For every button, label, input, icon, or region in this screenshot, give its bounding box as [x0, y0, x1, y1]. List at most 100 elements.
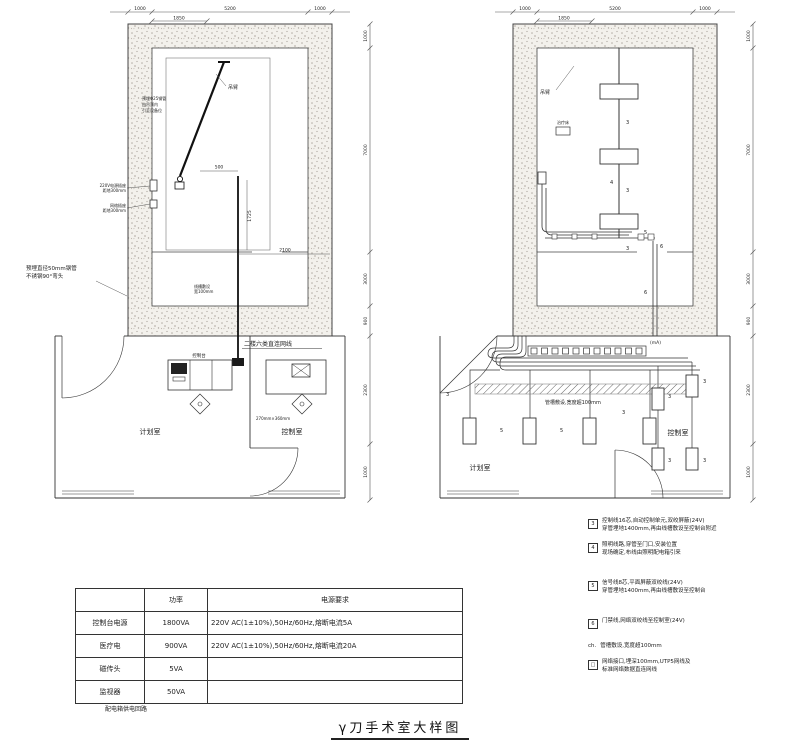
dim-label: 1000 [746, 30, 752, 42]
cable-num: 3 [626, 246, 629, 252]
legend-item: 4 照明线路,穿管至门口,安装位置现场确定,布线由照明配电箱引来 [588, 542, 778, 558]
terminal-strip [527, 345, 647, 357]
row-power: 5VA [144, 657, 208, 681]
row-power: 1800VA [144, 611, 208, 635]
legend-bullet-icon: 4 [588, 542, 598, 553]
left-plan-dim-right [367, 21, 373, 503]
legend-bullet-icon: □ [588, 659, 598, 670]
table-row: 监视器 50VA [75, 680, 463, 704]
legend-text: 门禁线,网络双绞线至控制室(24V) [602, 617, 685, 624]
row-req: 220V AC(1±10%),50Hz/60Hz,熔断电流20A [207, 634, 463, 658]
legend-item: 3 控制线16芯,自动控制单元,双绞屏蔽(24V)穿管埋地1400mm,再由线槽… [588, 518, 778, 534]
dim-label: 1000 [519, 6, 531, 12]
dim-label: 1850 [558, 16, 570, 22]
room-label-control: 控制室 [668, 428, 689, 437]
row-name: 医疗电 [75, 634, 145, 658]
right-plan: 1000 5200 1000 1850 1000 7000 3000 900 2… [439, 6, 756, 503]
header-cell: 电源要求 [207, 588, 463, 612]
legend-text: 网络接口,埋深100mm,UTP5网线及标准网络数据直连网线 [602, 658, 691, 673]
cable-num: 6 [644, 290, 647, 296]
dim-label: 3000 [363, 273, 369, 285]
room-label-control: 控制室 [282, 427, 303, 436]
header-cell: 功率 [144, 588, 208, 612]
ceiling-note: 引至设备位 [142, 107, 162, 113]
floor-boxes [462, 374, 699, 471]
legend-bullet-icon: 5 [588, 580, 598, 591]
dim-label: 2300 [746, 384, 752, 396]
legend: 3 控制线16芯,自动控制单元,双绞屏蔽(24V)穿管埋地1400mm,再由线槽… [588, 518, 778, 677]
row-name: 磁传头 [75, 657, 145, 681]
chair-icon [189, 393, 211, 415]
crane-arm [178, 61, 226, 177]
keyboard-icon [172, 376, 186, 382]
socket-note: 距地300mm [103, 187, 127, 193]
dim-label: 1725 [247, 210, 253, 222]
row-name: 监视器 [75, 680, 145, 704]
console-label: 控制台 [192, 352, 206, 359]
cable-num: 3 [668, 394, 671, 400]
right-plan-dim-right [750, 21, 756, 503]
legend-item: ch. 管槽敷设,宽度超100mm [588, 643, 778, 651]
cable-num: 3 [703, 379, 706, 385]
cable-num: 6 [660, 244, 663, 250]
cable-num: 3 [626, 188, 629, 194]
dim-label: 1850 [173, 16, 185, 22]
network-cable-label: 二楼六类直连网线 [244, 340, 292, 348]
legend-text: 信号线8芯,平面屏蔽双绞线(24V)穿管埋地1400mm,再由线槽敷设至控制台 [602, 579, 706, 594]
dim-label: 2300 [363, 384, 369, 396]
cable-num: 3 [622, 410, 625, 416]
chair-icon [291, 393, 313, 415]
power-spec-table: 功率 电源要求 控制台电源 1800VA 220V AC(1±10%),50Hz… [75, 588, 463, 704]
table-header-row: 功率 电源要求 [75, 588, 463, 612]
dim-label: 3000 [746, 273, 752, 285]
room-label-planning: 计划室 [140, 427, 161, 436]
dim-label: 2100 [279, 248, 291, 254]
desk-size-note: 270mm×360mm [256, 416, 290, 421]
crane-label: 吊臂 [228, 84, 238, 91]
ma-label: (mA) [650, 340, 661, 346]
legend-item: □ 网络接口,埋深100mm,UTP5网线及标准网络数据直连网线 [588, 659, 778, 675]
legend-item: 5 信号线8芯,平面屏蔽双绞线(24V)穿管埋地1400mm,再由线槽敷设至控制… [588, 580, 778, 596]
row-power: 900VA [144, 634, 208, 658]
net-note: 网络插座 [110, 202, 126, 208]
dim-label: 900 [363, 317, 369, 326]
drawing-title-text: γ刀手术室大样图 [330, 717, 470, 740]
cable-num: 3 [446, 392, 449, 398]
dim-label: 500 [215, 165, 224, 171]
socket-note: 220V电源插座 [100, 182, 126, 188]
table-row: 磁传头 5VA [75, 657, 463, 681]
row-req: 220V AC(1±10%),50Hz/60Hz,熔断电流5A [207, 611, 463, 635]
legend-item: 6 门禁线,网络双绞线至控制室(24V) [588, 618, 778, 629]
cable-num: 5 [560, 428, 563, 434]
room-label-planning: 计划室 [470, 463, 491, 472]
pipe-note: 不锈钢90°弯头 [26, 272, 64, 280]
legend-bullet-icon: 3 [588, 519, 598, 529]
legend-bullet-label: ch. [588, 642, 597, 649]
left-plan-furniture [167, 359, 327, 415]
row-power: 50VA [144, 680, 208, 704]
dim-label: 1000 [134, 6, 146, 12]
table-row: 控制台电源 1800VA 220V AC(1±10%),50Hz/60Hz,熔断… [75, 611, 463, 635]
right-plan-equipment [537, 48, 658, 336]
table-row: 医疗电 900VA 220V AC(1±10%),50Hz/60Hz,熔断电流2… [75, 634, 463, 658]
cable-num: 4 [610, 180, 613, 186]
dim-label: 1000 [363, 466, 369, 478]
legend-text: 管槽敷设,宽度超100mm [600, 642, 662, 649]
cable-num: 3 [626, 120, 629, 126]
drawing-title: γ刀手术室大样图 [0, 717, 800, 740]
dim-label: 1000 [363, 30, 369, 42]
right-plan-cable-bus [469, 336, 700, 448]
header-cell [75, 588, 145, 612]
ceiling-note: 由吊顶内 [142, 101, 158, 107]
net-note: 距地300mm [103, 207, 127, 213]
right-plan-walls [512, 23, 718, 337]
legend-bullet-icon: 6 [588, 618, 598, 629]
dim-label: 1000 [699, 6, 711, 12]
cable-num: 3 [668, 458, 671, 464]
left-plan-dim-top [110, 9, 350, 24]
trunk-note: 线槽敷设 [194, 283, 210, 289]
row-req [207, 680, 463, 704]
wall-socket [149, 179, 158, 192]
